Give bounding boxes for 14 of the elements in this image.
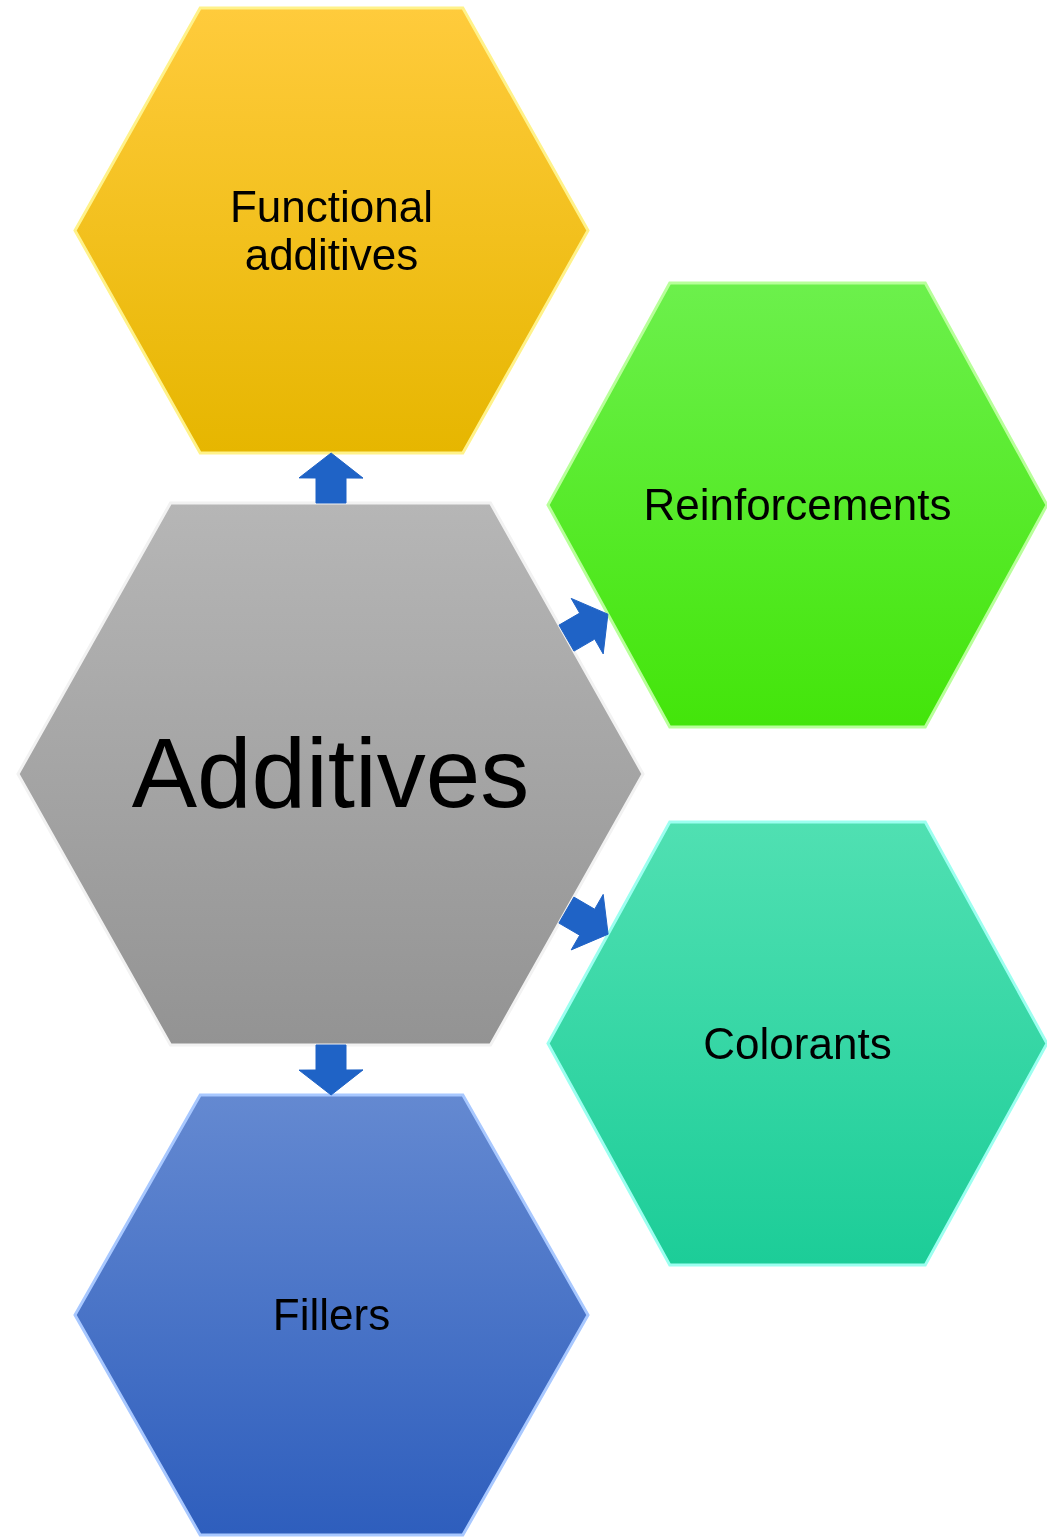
block-arrow	[298, 1044, 364, 1096]
node-label: Additives	[130, 721, 531, 827]
block-arrow	[558, 597, 609, 655]
block-arrow	[298, 452, 364, 504]
hexagon-shape	[548, 822, 1047, 1265]
node-label: Reinforcements	[642, 481, 953, 529]
block-arrow	[558, 893, 609, 951]
node-label: Colorants	[702, 1019, 893, 1068]
node-label: Functional additives	[229, 183, 434, 278]
hexagon-shape	[75, 8, 588, 453]
node-label: Fillers	[271, 1291, 392, 1339]
hexagon-shape	[18, 503, 643, 1045]
hexagon-shape	[75, 1095, 588, 1535]
hexagon-shape	[548, 283, 1047, 727]
